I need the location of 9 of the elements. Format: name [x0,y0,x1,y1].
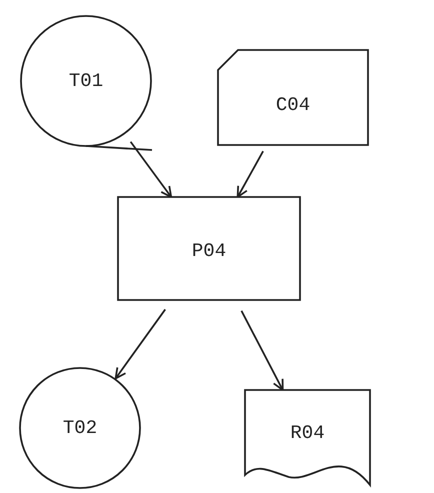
arrow [114,308,166,380]
node-label: T01 [68,70,104,92]
node-label: R04 [290,422,325,444]
arrow [236,150,264,198]
arrow [130,141,172,198]
node-label: C04 [276,94,310,116]
node-label: T02 [62,417,98,439]
arrow [240,310,284,391]
node-label: P04 [192,240,226,262]
